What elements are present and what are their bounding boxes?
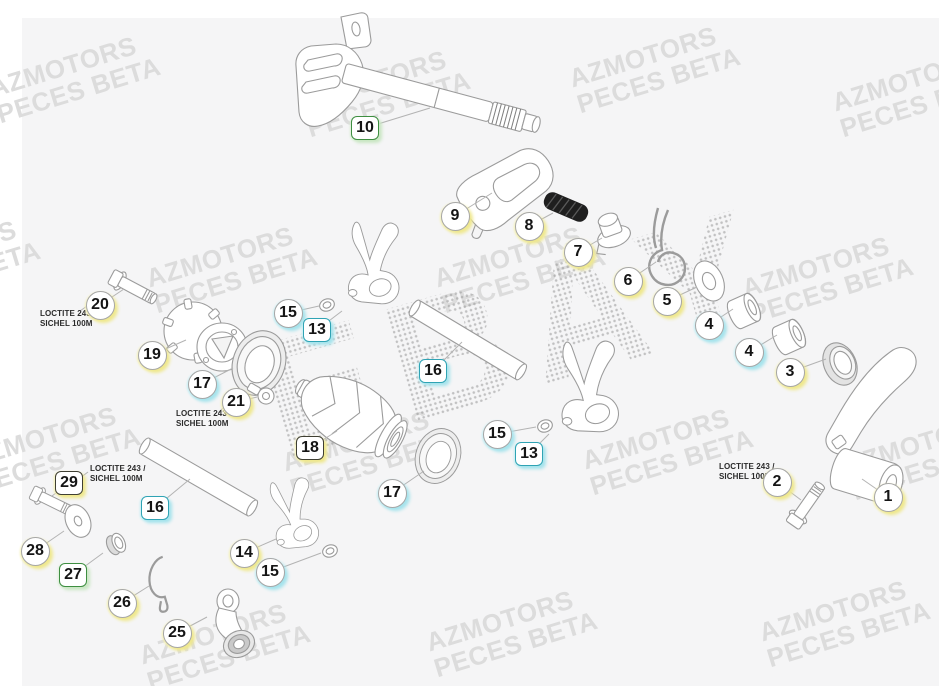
part-6-torsion-spring [648,207,687,287]
callout-15[interactable]: 15 [273,298,303,328]
loctite-note: LOCTITE 243 / SICHEL 100M [719,462,775,481]
callout-4[interactable]: 4 [734,337,764,367]
callout-26[interactable]: 26 [107,588,137,618]
callout-3[interactable]: 3 [775,357,805,387]
callout-9[interactable]: 9 [440,201,470,231]
callout-27[interactable]: 27 [59,563,87,587]
callout-13[interactable]: 13 [515,442,543,466]
loctite-note: LOCTITE 243 / SICHEL 100M [90,464,146,483]
part-shift-fork-top [347,220,403,306]
callout-14[interactable]: 14 [229,538,259,568]
part-27-bush [105,532,127,556]
part-15-ring-c [320,542,340,560]
callout-28[interactable]: 28 [20,536,50,566]
callout-20[interactable]: 20 [85,290,115,320]
part-14-shift-fork-bottom [268,476,321,551]
callout-21[interactable]: 21 [221,387,251,417]
part-18-selector-drum [294,375,408,459]
callout-6[interactable]: 6 [613,266,643,296]
part-20-bolt [105,266,162,310]
callout-15[interactable]: 15 [255,557,285,587]
callout-17[interactable]: 17 [377,478,407,508]
part-13-bush-b [535,417,555,435]
part-5-washer [693,260,725,302]
callout-18[interactable]: 18 [296,436,324,460]
part-3-bearing [822,342,858,386]
callout-16[interactable]: 16 [419,359,447,383]
part-13-bush-a [317,296,337,314]
callout-10[interactable]: 10 [351,116,379,140]
part-28-washer [64,504,92,538]
part-7-stop-roller [596,212,631,256]
part-26-hook-spring [148,555,169,613]
callout-25[interactable]: 25 [162,618,192,648]
part-21-screw [246,382,275,405]
callout-15[interactable]: 15 [482,419,512,449]
callout-2[interactable]: 2 [762,467,792,497]
part-9-selector-plate [456,148,554,239]
callout-4[interactable]: 4 [694,310,724,340]
callout-13[interactable]: 13 [303,318,331,342]
callout-16[interactable]: 16 [141,496,169,520]
part-17-seal-b [407,421,469,491]
part-25-roller-lever [215,588,256,659]
callout-8[interactable]: 8 [514,211,544,241]
loctite-note: LOCTITE 243 / SICHEL 100M [176,409,231,428]
callout-17[interactable]: 17 [187,369,217,399]
part-10-gear-shift-shaft [295,12,541,133]
part-shift-fork-right [561,340,620,433]
callout-19[interactable]: 19 [137,340,167,370]
callout-5[interactable]: 5 [652,286,682,316]
callout-29[interactable]: 29 [55,471,83,495]
callout-7[interactable]: 7 [563,237,593,267]
part-8-spring [543,192,589,222]
callout-1[interactable]: 1 [873,482,903,512]
part-4-bushing-b [768,316,810,358]
